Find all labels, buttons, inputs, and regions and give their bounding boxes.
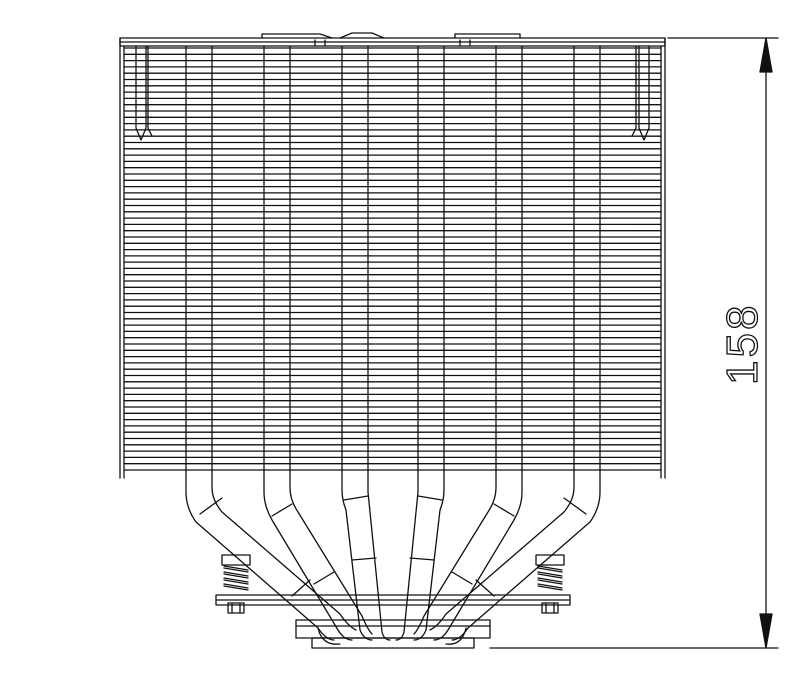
arrow-top xyxy=(759,37,773,73)
spring-screw-right xyxy=(535,554,565,614)
heatpipe-2 xyxy=(263,471,353,641)
fan-clip-right xyxy=(631,45,650,141)
height-dimension xyxy=(489,37,779,649)
top-clip xyxy=(261,32,521,39)
cold-plate xyxy=(295,619,491,639)
heatpipe-5 xyxy=(433,471,523,641)
heatpipe-3 xyxy=(341,471,373,641)
heatpipe-through-fins xyxy=(185,45,601,473)
heatpipe-4 xyxy=(413,471,445,641)
fan-clip-left xyxy=(135,45,153,141)
spring-screw-left xyxy=(221,554,251,614)
heatpipe-bends xyxy=(185,471,601,645)
dimension-label: 158 xyxy=(718,303,767,385)
fin-stack xyxy=(119,32,666,479)
heatpipe-1 xyxy=(185,471,335,641)
heatpipe-6 xyxy=(451,471,601,641)
fin-lines xyxy=(123,47,662,471)
mounting-base xyxy=(215,594,571,649)
arrow-bottom xyxy=(759,613,773,649)
